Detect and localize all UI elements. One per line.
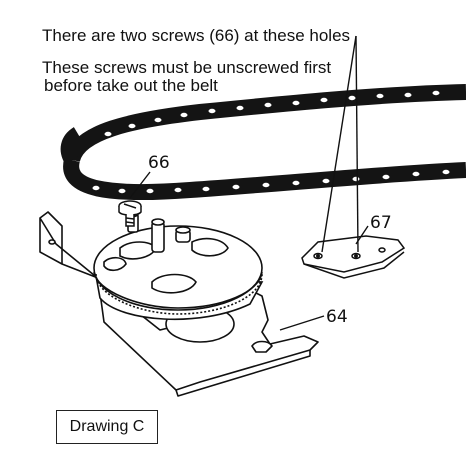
leader-to-hole-right	[355, 35, 359, 253]
callout-64: 64	[326, 307, 348, 327]
leader-bracket-67	[355, 225, 369, 245]
leader-lines	[129, 35, 369, 331]
bracket-67	[301, 235, 406, 279]
callout-67: 67	[370, 213, 392, 233]
gear-wheel	[93, 210, 264, 321]
leader-screw-66	[129, 171, 151, 199]
callout-66: 66	[148, 153, 170, 173]
annotation-line-2: These screws must be unscrewed first	[42, 58, 332, 77]
annotation-line-1: There are two screws (66) at these holes	[42, 26, 351, 45]
drawing-caption: Drawing C	[56, 410, 158, 444]
leader-to-hole-left	[321, 35, 357, 253]
perforated-belt	[60, 84, 466, 201]
screw-66	[118, 200, 142, 227]
annotation-line-3: before take out the belt	[44, 76, 218, 95]
leader-plate-64	[279, 315, 325, 331]
